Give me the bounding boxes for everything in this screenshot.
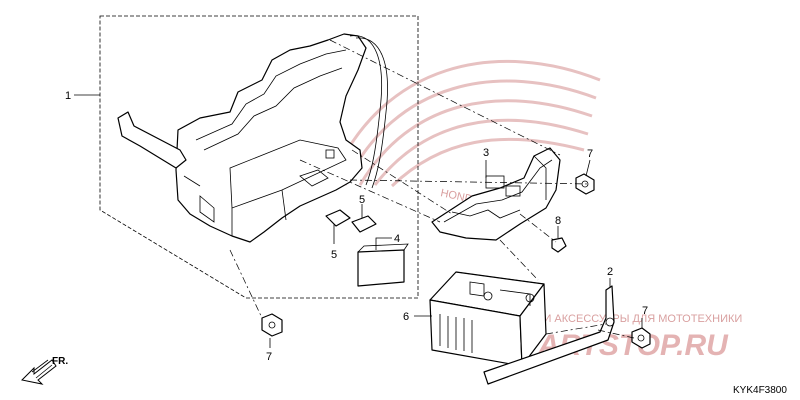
pad-upper xyxy=(351,215,377,233)
callout-2: 2 xyxy=(607,266,613,278)
callout-7-band: 7 xyxy=(642,305,648,317)
bolt-lower-left xyxy=(261,313,283,337)
alignment-line xyxy=(329,39,561,156)
alignment-line xyxy=(299,159,441,223)
leader-7a xyxy=(585,159,591,177)
callout-7-lower: 7 xyxy=(266,351,272,363)
callout-6: 6 xyxy=(403,311,409,323)
battery xyxy=(429,271,547,367)
alignment-line xyxy=(349,179,591,185)
alignment-line xyxy=(499,239,539,281)
front-direction-arrow: FR. xyxy=(20,356,68,385)
callout-4: 4 xyxy=(394,233,400,245)
honda-wing-watermark: HONDA xyxy=(328,59,601,207)
fuse-holder xyxy=(431,147,561,241)
alignment-line xyxy=(597,329,635,339)
callout-7-upper: 7 xyxy=(587,148,593,160)
leader-4 xyxy=(375,237,392,250)
callout-3: 3 xyxy=(483,147,489,159)
battery-band xyxy=(483,285,615,385)
callout-5-lower: 5 xyxy=(331,249,337,261)
diagram-code: KYK4F3800 xyxy=(733,385,787,396)
alignment-line xyxy=(519,213,557,243)
alignment-line xyxy=(545,323,607,335)
alignment-line xyxy=(351,149,453,215)
foam-pad xyxy=(357,243,409,287)
callout-1: 1 xyxy=(65,90,71,102)
callout-8: 8 xyxy=(555,215,561,227)
alignment-line xyxy=(229,249,263,319)
pad-lower xyxy=(325,209,351,227)
screw-fuse-holder xyxy=(551,237,567,253)
front-direction-label: FR. xyxy=(52,356,68,367)
assembly-box xyxy=(99,15,419,299)
callout-5-upper: 5 xyxy=(359,194,365,206)
battery-box xyxy=(117,33,388,243)
